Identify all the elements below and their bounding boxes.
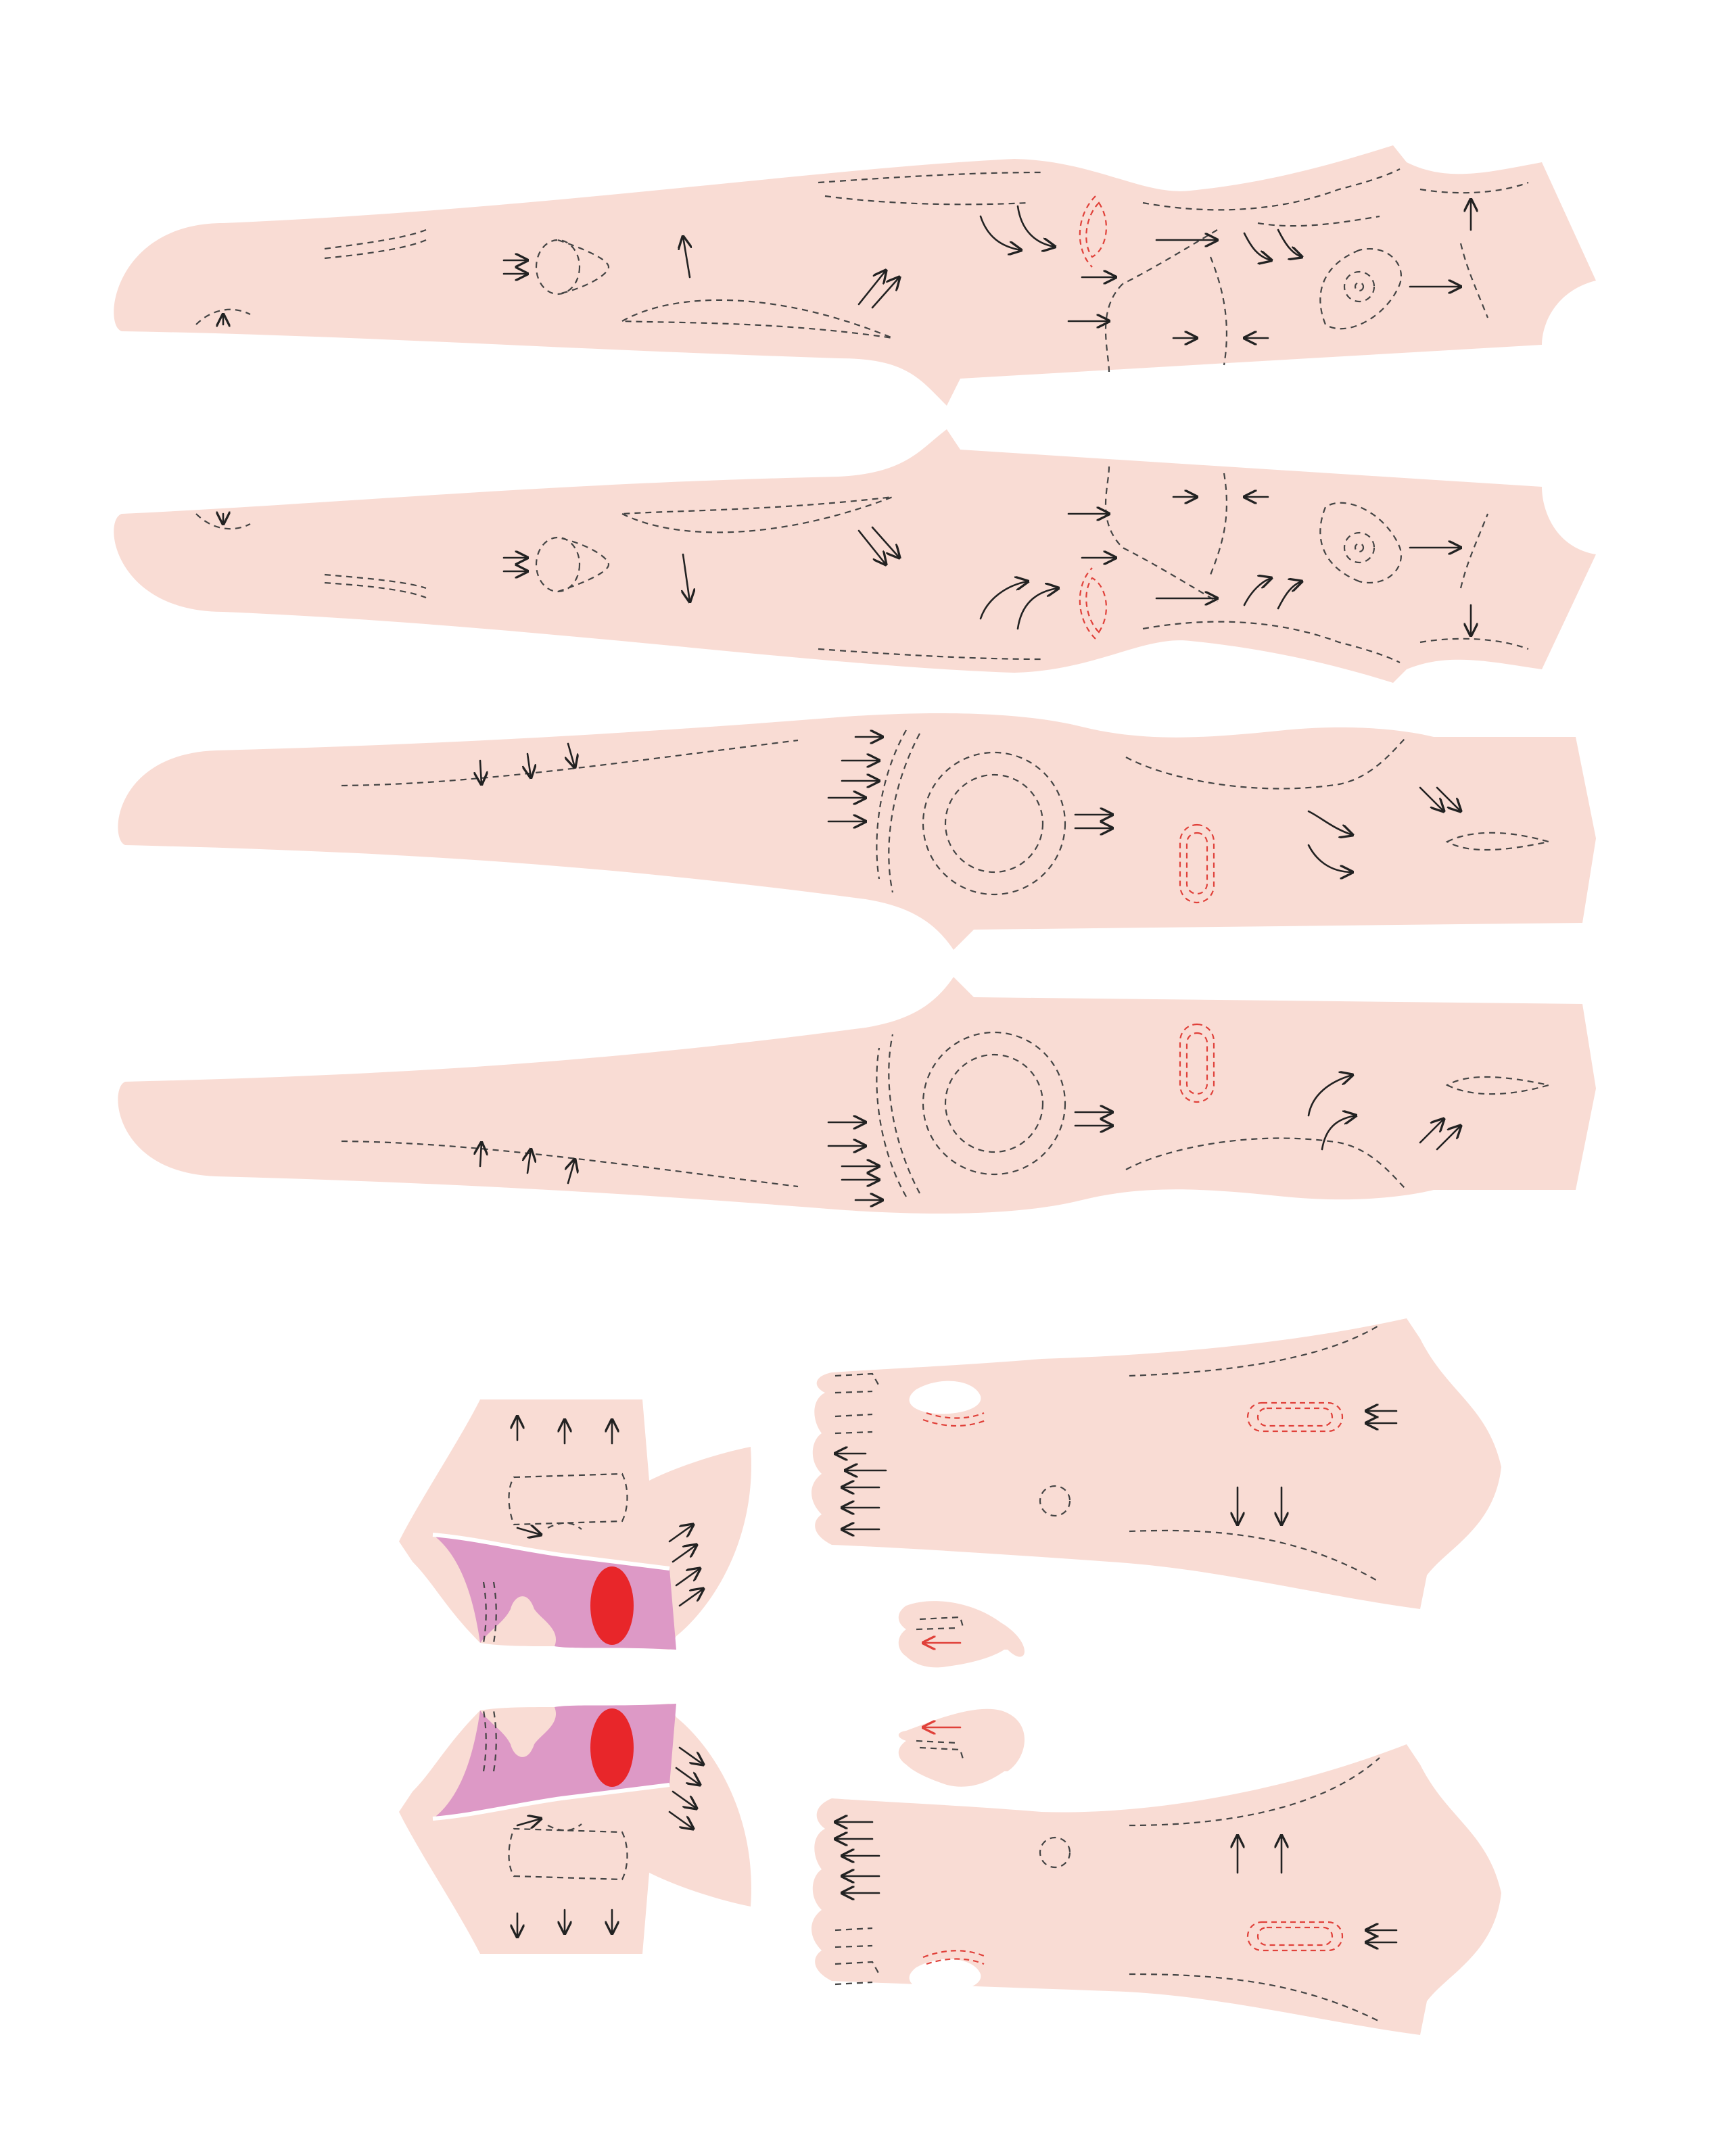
leg-piece-2 bbox=[114, 429, 1597, 683]
leg-3-arrows bbox=[480, 737, 1461, 872]
leg-3-seams bbox=[341, 729, 1549, 904]
toe-piece-top bbox=[898, 1601, 1025, 1668]
hip-top-arrows bbox=[517, 1416, 703, 1607]
foot-top-arrows bbox=[835, 1411, 1398, 1529]
foot-top-seams bbox=[834, 1324, 1380, 1583]
leg-2-seams bbox=[195, 466, 1529, 663]
leg-piece-3 bbox=[118, 713, 1597, 950]
hip-top-seams bbox=[482, 1472, 628, 1644]
leg-4-seams bbox=[341, 1023, 1549, 1197]
foot-bottom-arrows bbox=[835, 1822, 1398, 1942]
hip-bottom-arrows bbox=[517, 1746, 703, 1937]
hip-piece-top bbox=[399, 1399, 751, 1650]
foot-piece-top bbox=[812, 1318, 1501, 1609]
leg-2-arrows bbox=[223, 497, 1471, 636]
leg-4-arrows bbox=[480, 1075, 1461, 1200]
leg-1-arrows bbox=[223, 199, 1471, 338]
hip-piece-bottom bbox=[399, 1704, 751, 1954]
foot-bottom-seams bbox=[834, 1757, 1380, 2022]
foot-piece-bottom bbox=[812, 1744, 1501, 2035]
leg-1-seams bbox=[195, 168, 1529, 373]
hip-bottom-seams bbox=[482, 1710, 628, 1881]
leg-piece-1 bbox=[114, 145, 1597, 406]
leg-piece-4 bbox=[118, 977, 1597, 1214]
toe-piece-bottom bbox=[898, 1708, 1025, 1787]
